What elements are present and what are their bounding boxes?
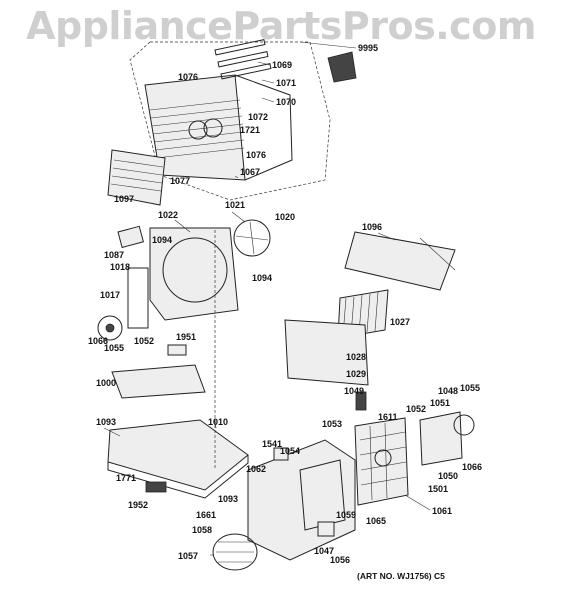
part-label: 1077 bbox=[170, 176, 190, 186]
part-label: 1093 bbox=[96, 417, 116, 427]
part-label: 1054 bbox=[280, 446, 300, 456]
part-label: 1022 bbox=[158, 210, 178, 220]
part-label: 1771 bbox=[116, 473, 136, 483]
part-label: 1052 bbox=[134, 336, 154, 346]
part-label: 1661 bbox=[196, 510, 216, 520]
part-label: 1951 bbox=[176, 332, 196, 342]
part-label: 1501 bbox=[428, 484, 448, 494]
leader-lines bbox=[103, 41, 431, 556]
part-label: 1076 bbox=[178, 72, 198, 82]
part-label: 1049 bbox=[344, 386, 364, 396]
part-label: 1018 bbox=[110, 262, 130, 272]
part-label: 1952 bbox=[128, 500, 148, 510]
part-label: 1067 bbox=[240, 167, 260, 177]
part-label: 1069 bbox=[272, 60, 292, 70]
front-cabinet-assembly bbox=[107, 39, 357, 206]
art-number: (ART NO. WJ1756) C5 bbox=[357, 571, 445, 581]
part-label: 1066 bbox=[88, 336, 108, 346]
part-label: 1059 bbox=[336, 510, 356, 520]
part-label: 1058 bbox=[192, 525, 212, 535]
base-pan bbox=[107, 230, 249, 499]
part-label: 1541 bbox=[262, 439, 282, 449]
part-label: 1055 bbox=[460, 383, 480, 393]
part-label: 1096 bbox=[362, 222, 382, 232]
part-label: 1097 bbox=[114, 194, 134, 204]
part-label: 1056 bbox=[330, 555, 350, 565]
part-label: 1065 bbox=[366, 516, 386, 526]
part-label: 1611 bbox=[378, 412, 398, 422]
part-label: 1071 bbox=[276, 78, 296, 88]
part-label: 1094 bbox=[252, 273, 272, 283]
part-label: 1721 bbox=[240, 125, 260, 135]
part-label: 1047 bbox=[314, 546, 334, 556]
part-label: 1093 bbox=[218, 494, 238, 504]
watermark: AppliancePartsPros.com bbox=[26, 4, 536, 48]
part-label: 1021 bbox=[225, 200, 245, 210]
fan-shroud-assembly bbox=[97, 219, 271, 356]
part-label: 1087 bbox=[104, 250, 124, 260]
part-label: 1070 bbox=[276, 97, 296, 107]
part-label: 1017 bbox=[100, 290, 120, 300]
part-label: 1072 bbox=[248, 112, 268, 122]
part-label: 1094 bbox=[152, 235, 172, 245]
part-label: 1000 bbox=[96, 378, 116, 388]
part-label: 1029 bbox=[346, 369, 366, 379]
part-label: 1055 bbox=[104, 343, 124, 353]
part-label: 1048 bbox=[438, 386, 458, 396]
part-label: 1052 bbox=[406, 404, 426, 414]
part-label: 1027 bbox=[390, 317, 410, 327]
part-label: 9995 bbox=[358, 43, 378, 53]
condenser-partition-assembly bbox=[284, 231, 475, 506]
part-label: 1076 bbox=[246, 150, 266, 160]
part-label: 1010 bbox=[208, 417, 228, 427]
part-label: 1020 bbox=[275, 212, 295, 222]
part-label: 1050 bbox=[438, 471, 458, 481]
part-label: 1062 bbox=[246, 464, 266, 474]
part-label: 1028 bbox=[346, 352, 366, 362]
part-label: 1051 bbox=[430, 398, 450, 408]
part-label: 1066 bbox=[462, 462, 482, 472]
part-label: 1053 bbox=[322, 419, 342, 429]
part-label: 1061 bbox=[432, 506, 452, 516]
blower-housing-assembly bbox=[212, 439, 356, 571]
part-label: 1057 bbox=[178, 551, 198, 561]
part-number-labels: 1069 1071 1070 1076 1072 1721 1076 1067 … bbox=[88, 43, 482, 565]
